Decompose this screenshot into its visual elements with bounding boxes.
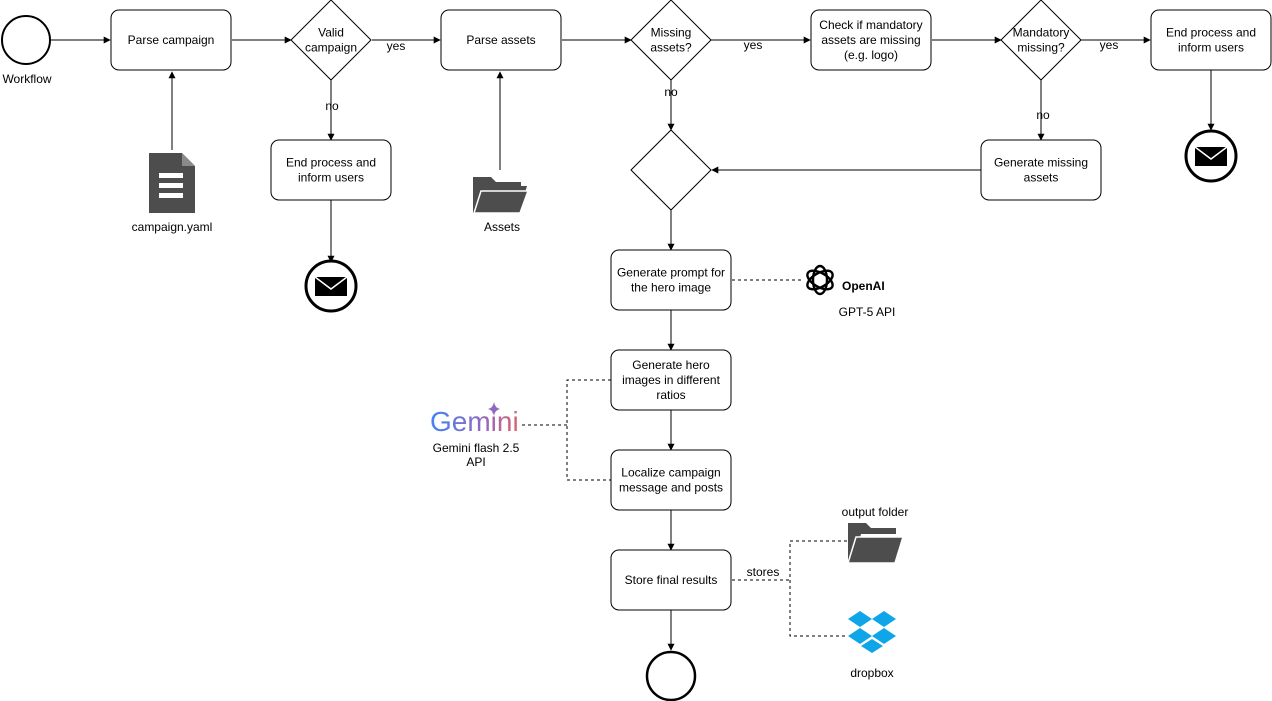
label-line: missing?	[1017, 41, 1065, 55]
openai-logo-text: OpenAI	[842, 279, 885, 293]
label-line: Check if mandatory	[819, 18, 922, 32]
label-line: assets?	[650, 41, 692, 55]
file-icon	[149, 153, 195, 213]
label-line: ratios	[656, 388, 685, 402]
step-label: Parse campaign	[128, 33, 215, 47]
label-line: (e.g. logo)	[844, 48, 898, 62]
label-line: Valid	[318, 26, 344, 40]
label-line: Parse campaign	[128, 33, 215, 47]
label-line: End process and	[286, 156, 376, 170]
edge-label-stores: stores	[747, 565, 780, 579]
step-store: Store final results	[610, 549, 732, 611]
label-line: assets are missing	[821, 33, 920, 47]
label-line: images in different	[622, 373, 721, 387]
label-line: Localize campaign	[621, 466, 720, 480]
start-event	[1, 15, 51, 65]
folder-icon	[472, 177, 530, 214]
label-line: End process and	[1166, 26, 1256, 40]
label-line: assets	[1024, 171, 1059, 185]
dashed-gemini-bracket	[566, 379, 611, 481]
step-parse-assets: Parse assets	[440, 9, 562, 71]
label-line: Generate prompt for	[617, 266, 725, 280]
gemini-logo-text: Gemini	[430, 406, 519, 437]
label-line: Generate missing	[994, 156, 1088, 170]
label-line: Mandatory	[1013, 26, 1070, 40]
label-line: Missing	[651, 26, 692, 40]
label-line: inform users	[298, 171, 364, 185]
edge-label-yes: yes	[1100, 38, 1119, 52]
campaign-file-label: campaign.yaml	[132, 220, 213, 234]
gpt-api-label: GPT-5 API	[839, 305, 896, 319]
label-line: message and posts	[619, 481, 723, 495]
step-label: Store final results	[625, 573, 718, 587]
label-line: Generate hero	[632, 358, 710, 372]
merge-gateway	[630, 129, 712, 211]
gemini-api-label: API	[466, 455, 485, 469]
step-label: Parse assets	[466, 33, 535, 47]
dashed-store-bracket	[789, 540, 847, 637]
assets-label: Assets	[484, 220, 520, 234]
edge-label-yes: yes	[744, 38, 763, 52]
mail-icon	[1184, 129, 1238, 183]
edge-label-no: no	[664, 85, 678, 99]
edges	[51, 36, 1215, 651]
folder-icon	[846, 523, 905, 564]
start-label: Workflow	[2, 72, 51, 86]
sparkle-icon	[488, 402, 500, 416]
gemini-api-label: Gemini flash 2.5	[433, 441, 520, 455]
label-line: inform users	[1178, 41, 1244, 55]
label-line: campaign	[305, 41, 357, 55]
dropbox-icon	[848, 611, 896, 653]
label-line: Parse assets	[466, 33, 535, 47]
edge-label-no: no	[325, 99, 339, 113]
edge-label-yes: yes	[387, 39, 406, 53]
dropbox-label: dropbox	[850, 666, 893, 680]
label-line: Store final results	[625, 573, 718, 587]
label-line: the hero image	[631, 281, 711, 295]
step-parse-campaign: Parse campaign	[110, 9, 232, 71]
mail-icon	[304, 259, 358, 313]
output-folder-label: output folder	[842, 505, 909, 519]
end-event	[645, 650, 697, 701]
edge-label-no: no	[1036, 108, 1050, 122]
openai-logo-icon	[806, 264, 834, 296]
